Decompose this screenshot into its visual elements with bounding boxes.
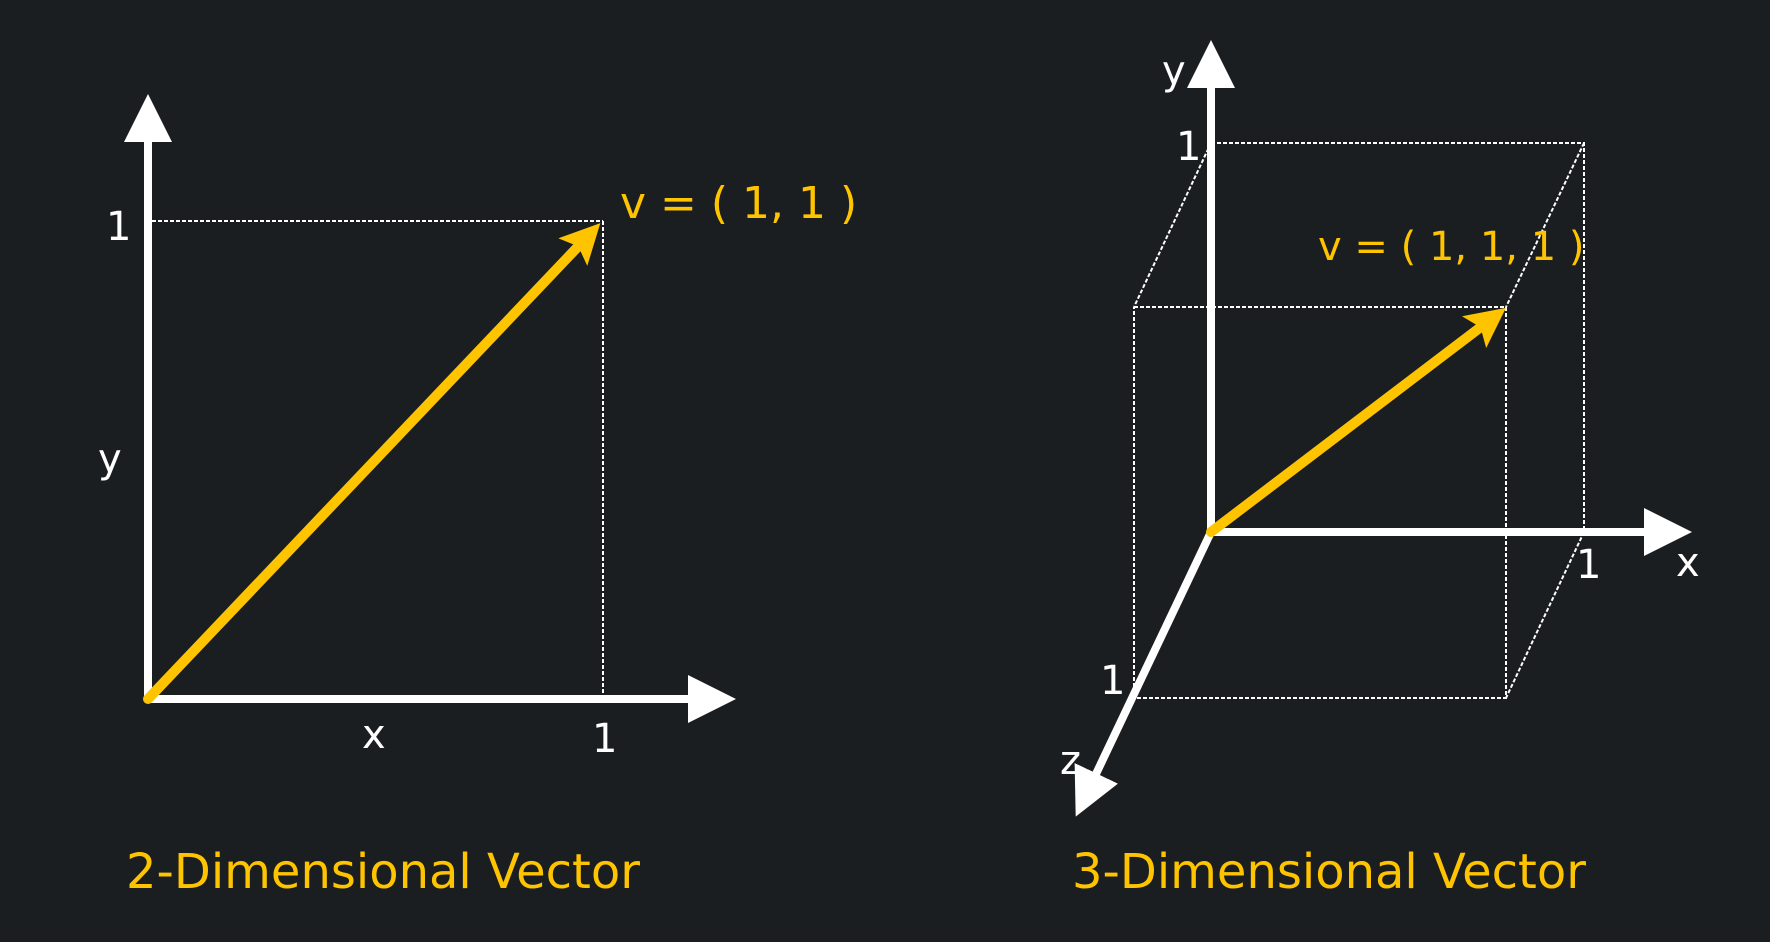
unit-cube bbox=[1133, 142, 1585, 699]
vector-label-3d: v = ( 1, 1, 1 ) bbox=[1318, 224, 1584, 270]
x-tick-one-3d: 1 bbox=[1576, 542, 1601, 588]
y-axis-label: y bbox=[98, 436, 122, 482]
z-axis-3d bbox=[1074, 530, 1215, 817]
title-3d: 3-Dimensional Vector bbox=[1072, 844, 1586, 900]
z-tick-one-3d: 1 bbox=[1100, 658, 1125, 704]
z-axis-label-3d: z bbox=[1060, 738, 1081, 784]
vector-label-2d: v = ( 1, 1 ) bbox=[620, 178, 857, 229]
y-tick-one: 1 bbox=[106, 204, 131, 250]
x-tick-one: 1 bbox=[592, 716, 617, 762]
y-axis-label-3d: y bbox=[1162, 48, 1186, 94]
vector-arrow-2d bbox=[143, 223, 601, 704]
x-axis-label-3d: x bbox=[1676, 540, 1700, 586]
x-axis-label: x bbox=[362, 712, 386, 758]
diagram-3d: y 1 v = ( 1, 1, 1 ) 1 x 1 z 3-Dimensiona… bbox=[1060, 40, 1700, 900]
y-tick-one-3d: 1 bbox=[1176, 124, 1201, 170]
title-2d: 2-Dimensional Vector bbox=[126, 844, 640, 900]
diagram-2d: 1 y x 1 v = ( 1, 1 ) 2-Dimensional Vecto… bbox=[98, 94, 857, 900]
vector-arrow-3d bbox=[1206, 307, 1506, 537]
